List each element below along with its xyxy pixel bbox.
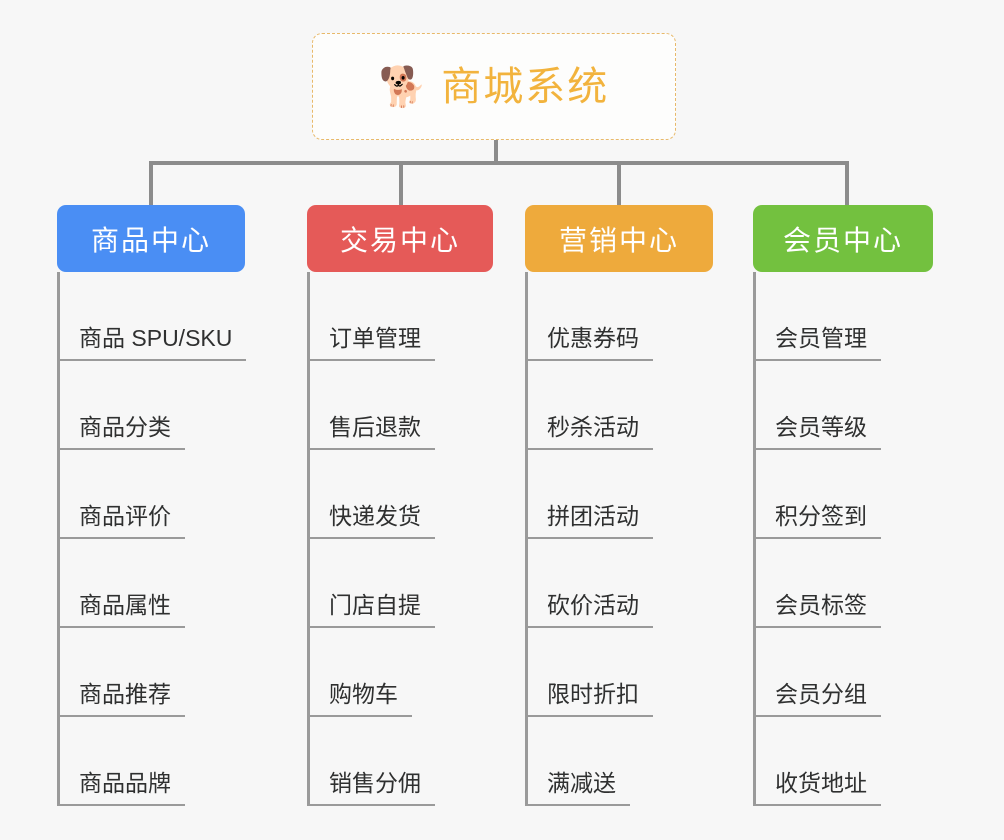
- root-title: 商城系统: [441, 64, 610, 109]
- connector-root-stem: [494, 140, 498, 163]
- leaf-label: 砍价活动: [525, 594, 653, 628]
- leaf-label: 商品评价: [57, 505, 185, 539]
- leaf-label: 门店自提: [307, 594, 435, 628]
- leaf-list-trade-center: 订单管理 售后退款 快递发货 门店自提 购物车 销售分佣: [307, 272, 607, 806]
- leaf-label: 商品 SPU/SKU: [57, 327, 247, 361]
- leaf-label: 会员管理: [753, 327, 881, 361]
- connector-horizontal-bus: [149, 161, 849, 165]
- leaf-list-product-center: 商品 SPU/SKU 商品分类 商品评价 商品属性 商品推荐 商品品牌: [57, 272, 357, 806]
- category-header-marketing-center[interactable]: 营销中心: [525, 205, 713, 272]
- leaf-label: 订单管理: [307, 327, 435, 361]
- leaf-label: 购物车: [307, 683, 412, 717]
- leaf-label: 商品属性: [57, 594, 185, 628]
- list-item[interactable]: 订单管理: [307, 272, 607, 361]
- leaf-label: 售后退款: [307, 416, 435, 450]
- root-node[interactable]: 🐕 商城系统: [312, 33, 676, 140]
- list-item[interactable]: 销售分佣: [307, 717, 607, 806]
- leaf-label: 优惠券码: [525, 327, 653, 361]
- leaf-label: 限时折扣: [525, 683, 653, 717]
- leaf-label: 会员等级: [753, 416, 881, 450]
- list-item[interactable]: 会员标签: [753, 539, 1004, 628]
- leaf-label: 商品推荐: [57, 683, 185, 717]
- list-item[interactable]: 商品推荐: [57, 628, 357, 717]
- leaf-label: 会员标签: [753, 594, 881, 628]
- category-header-trade-center[interactable]: 交易中心: [307, 205, 493, 272]
- list-item[interactable]: 门店自提: [307, 539, 607, 628]
- leaf-label: 积分签到: [753, 505, 881, 539]
- shiba-dog-icon: 🐕: [378, 66, 428, 109]
- connector-drop-trade-center: [399, 161, 403, 205]
- list-item[interactable]: 秒杀活动: [525, 361, 825, 450]
- category-header-product-center[interactable]: 商品中心: [57, 205, 245, 272]
- list-item[interactable]: 会员等级: [753, 361, 1004, 450]
- connector-drop-member-center: [845, 161, 849, 205]
- list-item[interactable]: 商品品牌: [57, 717, 357, 806]
- leaf-label: 销售分佣: [307, 772, 435, 806]
- category-label: 交易中心: [339, 224, 460, 256]
- list-item[interactable]: 限时折扣: [525, 628, 825, 717]
- list-item[interactable]: 商品分类: [57, 361, 357, 450]
- list-item[interactable]: 优惠券码: [525, 272, 825, 361]
- list-item[interactable]: 砍价活动: [525, 539, 825, 628]
- list-item[interactable]: 会员分组: [753, 628, 1004, 717]
- list-item[interactable]: 拼团活动: [525, 450, 825, 539]
- leaf-list-member-center: 会员管理 会员等级 积分签到 会员标签 会员分组 收货地址: [753, 272, 1004, 806]
- list-item[interactable]: 商品属性: [57, 539, 357, 628]
- list-item[interactable]: 商品评价: [57, 450, 357, 539]
- branch-trade-center: 交易中心 订单管理 售后退款 快递发货 门店自提 购物车 销售分佣: [307, 205, 607, 806]
- list-item[interactable]: 会员管理: [753, 272, 1004, 361]
- branch-marketing-center: 营销中心 优惠券码 秒杀活动 拼团活动 砍价活动 限时折扣 满减送: [525, 205, 825, 806]
- list-item[interactable]: 售后退款: [307, 361, 607, 450]
- category-header-member-center[interactable]: 会员中心: [753, 205, 933, 272]
- leaf-list-marketing-center: 优惠券码 秒杀活动 拼团活动 砍价活动 限时折扣 满减送: [525, 272, 825, 806]
- leaf-label: 收货地址: [753, 772, 881, 806]
- leaf-label: 商品品牌: [57, 772, 185, 806]
- connector-drop-marketing-center: [617, 161, 621, 205]
- list-item[interactable]: 商品 SPU/SKU: [57, 272, 357, 361]
- leaf-label: 会员分组: [753, 683, 881, 717]
- leaf-label: 快递发货: [307, 505, 435, 539]
- branch-product-center: 商品中心 商品 SPU/SKU 商品分类 商品评价 商品属性 商品推荐 商品品牌: [57, 205, 357, 806]
- list-item[interactable]: 收货地址: [753, 717, 1004, 806]
- leaf-label: 秒杀活动: [525, 416, 653, 450]
- leaf-label: 满减送: [525, 772, 630, 806]
- connector-drop-product-center: [149, 161, 153, 205]
- category-label: 会员中心: [782, 224, 903, 256]
- list-item[interactable]: 快递发货: [307, 450, 607, 539]
- branch-member-center: 会员中心 会员管理 会员等级 积分签到 会员标签 会员分组 收货地址: [753, 205, 1004, 806]
- category-label: 营销中心: [558, 224, 679, 256]
- leaf-label: 商品分类: [57, 416, 185, 450]
- category-label: 商品中心: [90, 224, 211, 256]
- list-item[interactable]: 满减送: [525, 717, 825, 806]
- list-item[interactable]: 购物车: [307, 628, 607, 717]
- list-item[interactable]: 积分签到: [753, 450, 1004, 539]
- leaf-label: 拼团活动: [525, 505, 653, 539]
